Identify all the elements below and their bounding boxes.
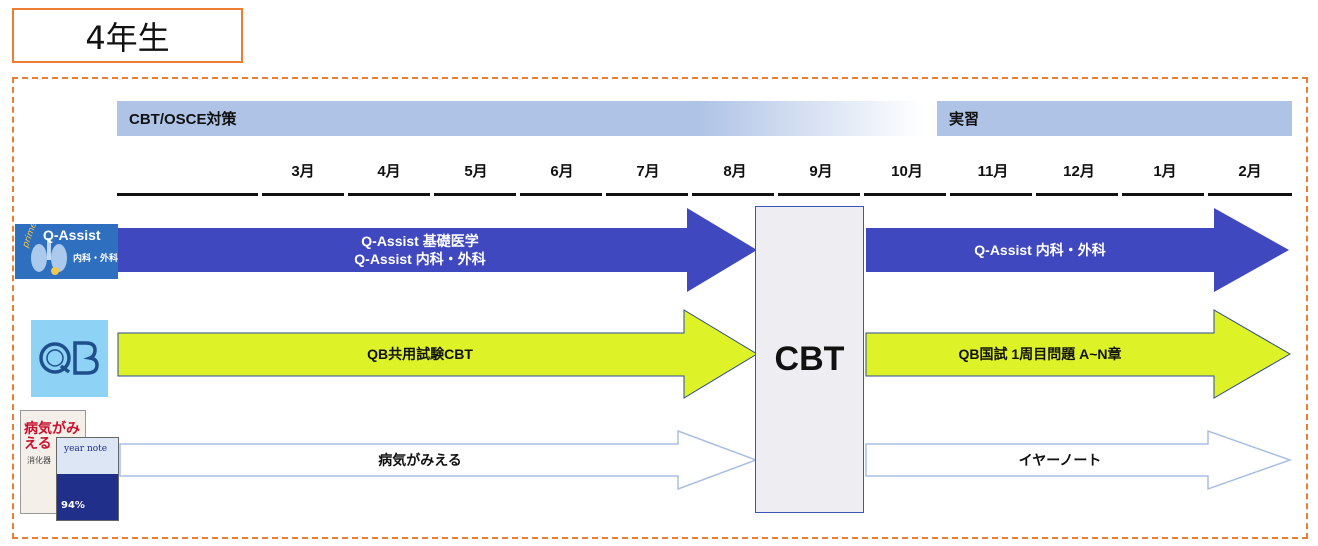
month-label: 5月 — [464, 163, 488, 180]
month-label: 11月 — [977, 163, 1009, 180]
cbt-exam-label: CBT — [774, 340, 845, 378]
band-practicum-label: 実習 — [949, 111, 980, 128]
month-divider — [692, 193, 774, 196]
month-label: 6月 — [550, 163, 574, 180]
month-divider — [1036, 193, 1118, 196]
book2-title: year note — [64, 444, 108, 454]
month-label: 3月 — [291, 163, 315, 180]
month-divider — [262, 193, 344, 196]
month-label: 10月 — [891, 163, 923, 180]
q-assist-brand-text: Q-Assist — [43, 227, 101, 243]
book1-subtitle: 消化器 — [27, 456, 51, 465]
cbt-exam-box: CBT — [755, 206, 864, 513]
month-divider — [1122, 193, 1204, 196]
books-before-label: 病気がみえる — [378, 452, 462, 468]
book2-header — [57, 438, 118, 474]
month-label: 8月 — [723, 163, 747, 180]
q-assist-sub-text: 内科・外科 — [73, 253, 118, 263]
month-divider — [950, 193, 1032, 196]
month-divider — [348, 193, 430, 196]
month-divider — [520, 193, 602, 196]
month-divider — [117, 193, 258, 196]
band-cbt-osce-label: CBT/OSCE対策 — [129, 111, 237, 128]
month-divider — [778, 193, 860, 196]
lungs-icon — [31, 238, 67, 275]
qassist-arrow-after — [866, 208, 1289, 292]
month-label: 9月 — [809, 163, 833, 180]
month-divider — [864, 193, 946, 196]
qassist-before-line1: Q-Assist 基礎医学 — [361, 233, 479, 249]
book-arrow-before — [119, 429, 759, 491]
book2-percent: 94% — [61, 500, 85, 511]
month-divider — [434, 193, 516, 196]
qb-arrow-after — [865, 309, 1291, 399]
timeline-frame — [12, 77, 1308, 539]
year-note-book: year note 94% — [56, 437, 119, 521]
book1-title: 病気がみえる — [24, 420, 80, 451]
month-label: 12月 — [1063, 163, 1095, 180]
grade-title: 4年生 — [12, 8, 243, 63]
qassist-before-label: Q-Assist 基礎医学 Q-Assist 内科・外科 — [280, 232, 560, 268]
q-assist-logo: prime Q-Assist 内科・外科 — [15, 224, 118, 279]
qb-logo — [31, 320, 108, 397]
month-divider — [1208, 193, 1292, 196]
month-divider — [606, 193, 688, 196]
book-arrow-after — [865, 429, 1293, 491]
qassist-after-label: Q-Assist 内科・外科 — [974, 242, 1106, 258]
month-label: 2月 — [1238, 163, 1262, 180]
qb-arrow-before — [117, 309, 758, 399]
qassist-before-line2: Q-Assist 内科・外科 — [354, 251, 486, 267]
band-cbt-osce: CBT/OSCE対策 — [117, 101, 923, 136]
qassist-arrow-before — [118, 208, 757, 292]
month-label: 4月 — [377, 163, 401, 180]
band-practicum: 実習 — [937, 101, 1292, 136]
qb-logo-icon — [39, 341, 99, 375]
month-label: 1月 — [1153, 163, 1177, 180]
qb-after-label: QB国試 1周目問題 A~N章 — [958, 346, 1122, 362]
books-after-label: イヤーノート — [1018, 452, 1102, 468]
month-label: 7月 — [636, 163, 660, 180]
qb-before-label: QB共用試験CBT — [367, 346, 473, 362]
